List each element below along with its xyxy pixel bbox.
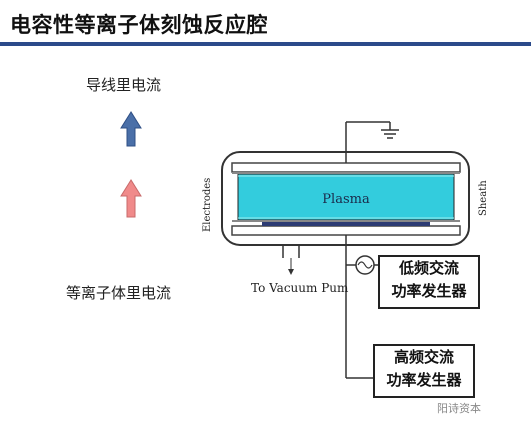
low-frequency-line1: 低频交流 <box>398 259 459 277</box>
top-electrode <box>231 162 461 173</box>
vacuum-label: To Vacuum Pum <box>251 281 349 295</box>
ground-icon <box>381 129 399 139</box>
high-frequency-line1: 高频交流 <box>393 348 454 366</box>
electrode-bar <box>262 221 430 226</box>
ac-source-icon <box>355 255 375 275</box>
bottom-electrode <box>231 225 461 236</box>
plasma-region <box>237 173 455 221</box>
low-frequency-line2: 功率发生器 <box>391 282 467 300</box>
plasma-current-arrow <box>120 179 142 218</box>
high-frequency-generator-box: 高频交流 功率发生器 <box>373 344 475 398</box>
wire-current-arrow <box>120 111 142 147</box>
page-title: 电容性等离子体刻蚀反应腔 <box>10 13 268 37</box>
plasma-label: Plasma <box>322 192 370 207</box>
watermark: 阳诗资本 <box>437 402 481 415</box>
electrodes-label: Electrodes <box>202 178 213 232</box>
high-frequency-line2: 功率发生器 <box>386 371 462 389</box>
sheath-label: Sheath <box>478 180 489 216</box>
plasma-current-label: 等离子体里电流 <box>66 284 172 302</box>
low-frequency-generator-box: 低频交流 功率发生器 <box>378 255 480 309</box>
title-rule <box>0 42 531 46</box>
wire-current-label: 导线里电流 <box>86 76 162 94</box>
